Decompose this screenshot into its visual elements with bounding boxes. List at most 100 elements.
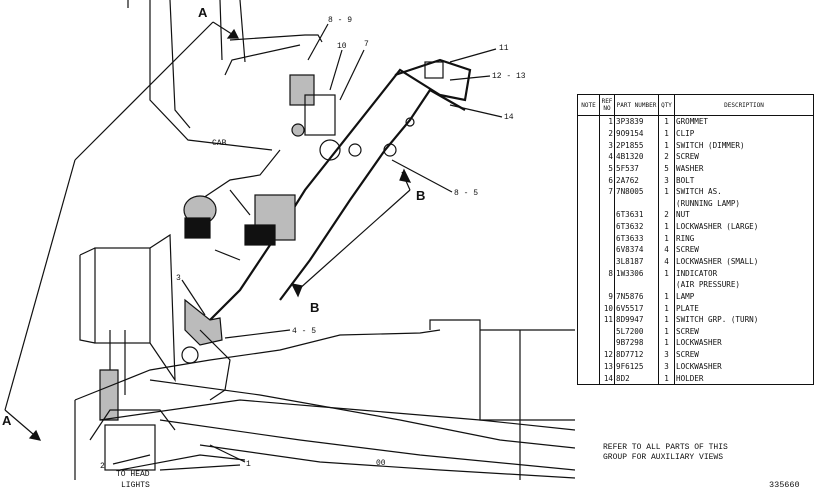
cell-note xyxy=(577,209,600,221)
cell-ref-no: 5 xyxy=(599,162,615,175)
cell-note xyxy=(577,139,600,151)
cell-part-number: 8D7712 xyxy=(614,348,659,361)
section-line-a xyxy=(74,21,214,161)
callout-11: 11 xyxy=(499,44,509,53)
cab-label: CAB xyxy=(212,139,227,148)
cell-qty: 1 xyxy=(658,232,675,245)
cell-ref-no xyxy=(599,325,615,338)
cell-part-number: 4B1320 xyxy=(614,150,659,163)
cell-note xyxy=(577,372,600,385)
cell-ref-no xyxy=(599,220,615,233)
cell-description: INDICATOR xyxy=(674,267,814,279)
cell-note xyxy=(577,360,600,373)
cell-qty: 1 xyxy=(658,220,675,233)
cell-description: SWITCH AS. xyxy=(674,185,814,198)
callout-14: 14 xyxy=(504,113,514,122)
cell-description: LAMP xyxy=(674,290,814,303)
cell-qty xyxy=(658,278,675,291)
cell-ref-no xyxy=(599,232,615,245)
cell-qty: 2 xyxy=(658,150,675,163)
arrowhead-b-top xyxy=(399,168,412,183)
cell-note xyxy=(577,244,600,256)
cell-note xyxy=(577,150,600,163)
cell-part-number: 9B7298 xyxy=(614,337,659,349)
callout-leaders xyxy=(112,23,503,465)
cell-description: SCREW xyxy=(674,150,814,163)
cell-qty: 3 xyxy=(658,348,675,361)
cell-description: SCREW xyxy=(674,244,814,256)
cell-note xyxy=(577,302,600,314)
cell-qty: 1 xyxy=(658,337,675,349)
cell-description: LOCKWASHER xyxy=(674,360,814,373)
cell-ref-no xyxy=(599,278,615,291)
view-label-b-bottom: B xyxy=(310,300,319,315)
air-pressure-indicator xyxy=(224,34,323,76)
callout-8-5: 8 - 5 xyxy=(454,189,478,198)
arrowhead-a-top xyxy=(226,28,239,39)
cab-frame xyxy=(127,0,273,151)
exploded-parts-drawing: A A B B CAB xyxy=(2,0,575,490)
cell-qty: 1 xyxy=(658,325,675,338)
auxiliary-views-note: REFER TO ALL PARTS OF THIS GROUP FOR AUX… xyxy=(603,443,728,463)
cell-ref-no: 8 xyxy=(599,267,615,279)
cell-part-number: 8D9947 xyxy=(614,313,659,326)
header-ref-no: REF NO xyxy=(599,94,615,116)
cell-note xyxy=(577,197,600,210)
callout-8-9: 8 - 9 xyxy=(328,16,352,25)
cell-ref-no: 10 xyxy=(599,302,615,314)
cell-part-number: 6T3633 xyxy=(614,232,659,245)
cell-qty: 4 xyxy=(658,244,675,256)
header-note: NOTE xyxy=(577,94,600,116)
cell-ref-no xyxy=(599,209,615,221)
cell-ref-no: 4 xyxy=(599,150,615,163)
cell-part-number: 6V5517 xyxy=(614,302,659,314)
to-head-lights-label-1: TO HEAD xyxy=(116,470,150,479)
running-lamp-switch xyxy=(289,74,315,106)
floor-frame xyxy=(74,329,441,480)
view-label-a-bottom: A xyxy=(2,413,12,428)
cell-ref-no: 1 xyxy=(599,115,615,128)
cell-ref-no: 9 xyxy=(599,290,615,303)
cell-qty: 3 xyxy=(658,360,675,373)
cell-qty: 1 xyxy=(658,372,675,385)
cell-description: SWITCH (DIMMER) xyxy=(674,139,814,151)
cell-part-number xyxy=(614,197,659,210)
callout-1: 1 xyxy=(246,460,251,469)
note-line-1: REFER TO ALL PARTS OF THIS xyxy=(603,443,728,452)
cell-part-number: 6V8374 xyxy=(614,244,659,256)
callout-2: 2 xyxy=(100,462,105,471)
cell-note xyxy=(577,278,600,291)
cell-description: LOCKWASHER xyxy=(674,337,814,349)
cell-ref-no: 14 xyxy=(599,372,615,385)
cell-note xyxy=(577,115,600,128)
cell-part-number: 7N8005 xyxy=(614,185,659,198)
cell-note xyxy=(577,185,600,198)
cell-ref-no xyxy=(599,337,615,349)
table-row: (AIR PRESSURE) xyxy=(577,278,814,291)
cell-description: SCREW xyxy=(674,325,814,338)
cell-part-number: 6T3632 xyxy=(614,220,659,233)
cell-note xyxy=(577,313,600,326)
cell-description: HOLDER xyxy=(674,372,814,385)
callout-7: 7 xyxy=(364,40,369,49)
cell-part-number: 8D2 xyxy=(614,372,659,385)
cell-description: GROMMET xyxy=(674,115,814,128)
cell-part-number: 1W3306 xyxy=(614,267,659,279)
cell-ref-no: 12 xyxy=(599,348,615,361)
cell-description: LOCKWASHER (SMALL) xyxy=(674,255,814,268)
cell-note xyxy=(577,255,600,268)
cell-ref-no xyxy=(599,244,615,256)
callout-4-5: 4 - 5 xyxy=(292,327,316,336)
cell-note xyxy=(577,267,600,279)
cell-ref-no xyxy=(599,197,615,210)
cell-part-number: 9O9154 xyxy=(614,127,659,140)
